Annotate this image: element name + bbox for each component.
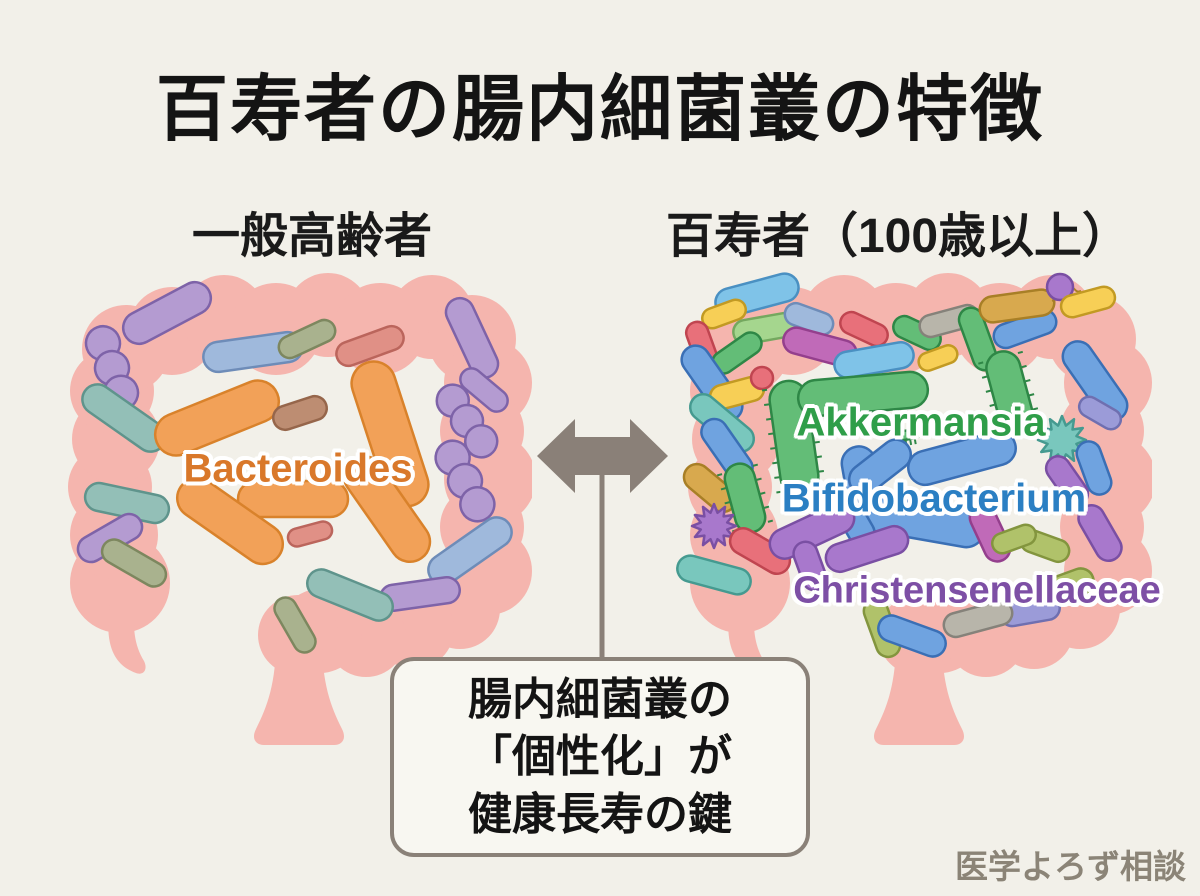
bifidobacterium-label: Bifidobacterium — [781, 476, 1087, 521]
bidirectional-arrow-icon — [537, 419, 668, 663]
note-line: 「個性化」が — [468, 732, 732, 782]
elderly-intestine-illustration — [68, 273, 532, 745]
elderly-section-heading: 一般高齢者 — [191, 210, 433, 263]
page-title: 百寿者の腸内細菌叢の特徴 — [155, 70, 1044, 150]
centenarian-section-heading: 百寿者（100歳以上） — [665, 210, 1131, 263]
centenarian-intestine-illustration — [676, 272, 1152, 745]
watermark: 医学よろず相談 — [955, 848, 1186, 885]
bacteroides-label: Bacteroides — [183, 446, 413, 491]
note-line: 健康長寿の鍵 — [468, 789, 732, 839]
note-box: 腸内細菌叢の 「個性化」が 健康長寿の鍵 — [390, 657, 810, 857]
note-line: 腸内細菌叢の — [468, 675, 732, 725]
christensenellaceae-label: Christensenellaceae — [793, 569, 1161, 612]
akkermansia-label: Akkermansia — [796, 400, 1046, 445]
